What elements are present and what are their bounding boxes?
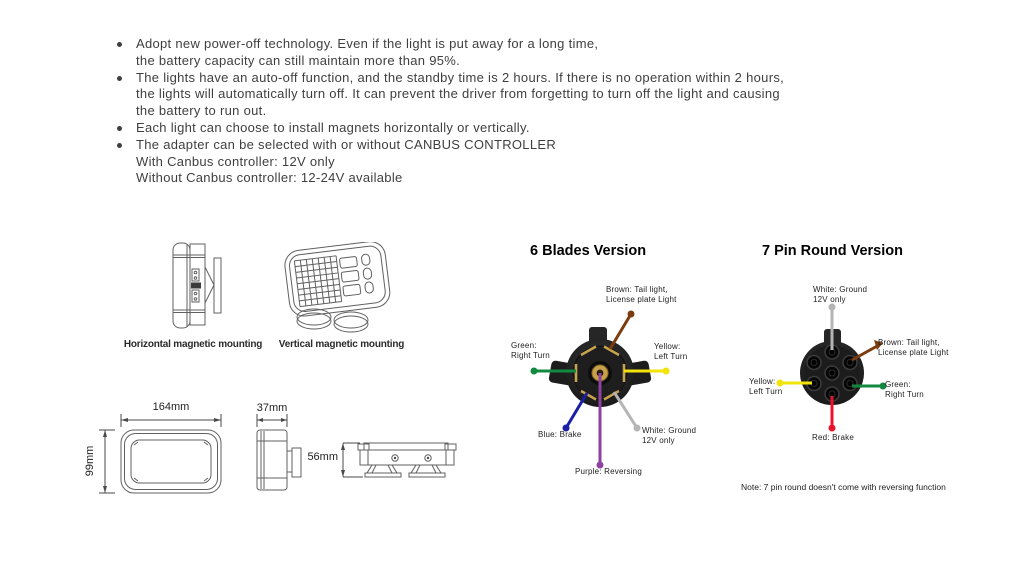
six-blade-yellow-label: Yellow: Left Turn: [654, 342, 687, 362]
wire-label-line: License plate Light: [878, 348, 949, 357]
bullet-icon: [117, 75, 122, 81]
feature-text: The lights have an auto-off function, an…: [136, 69, 785, 85]
seven-pin-connector: [776, 303, 887, 432]
side-view-drawing: [256, 414, 302, 491]
feature-item: Each light can choose to install magnets…: [112, 120, 892, 137]
feature-item: Adopt new power-off technology. Even if …: [112, 36, 892, 70]
depth-dimension-label: 37mm: [256, 402, 288, 414]
horizontal-mounting-label: Horizontal magnetic mounting: [123, 339, 263, 350]
seven-pin-title: 7 Pin Round Version: [762, 243, 903, 259]
vertical-mounting-label: Vertical magnetic mounting: [278, 339, 405, 350]
wire-label-line: White: Ground: [642, 426, 697, 435]
feature-text: the battery to run out.: [136, 103, 267, 119]
horizontal-mounting-drawing: [172, 242, 222, 329]
feature-item: The adapter can be selected with or with…: [112, 137, 892, 187]
side-view-figure: [248, 398, 318, 498]
feature-text: the battery capacity can still maintain …: [136, 52, 461, 68]
feature-text: Each light can choose to install magnets…: [136, 119, 530, 135]
wire-label-line: Yellow:: [749, 377, 776, 386]
bullet-icon: [117, 142, 122, 148]
feature-text: The adapter can be selected with or with…: [136, 136, 557, 152]
bullet-icon: [117, 42, 122, 47]
wire-label-line: Right Turn: [511, 351, 550, 360]
seven-pin-white-label: White: Ground 12V only: [813, 285, 867, 305]
mount-height-dimension-label: 56mm: [307, 451, 338, 463]
wire-label-line: Left Turn: [749, 387, 783, 396]
top-view-figure: [298, 438, 463, 493]
top-view-drawing: [341, 442, 457, 478]
wire-label-line: 12V only: [813, 295, 846, 304]
blade-slots: [574, 345, 626, 401]
height-dimension-label: 99mm: [84, 445, 96, 477]
six-blade-diagram: Brown: Tail light, License plate Light G…: [490, 280, 720, 480]
feature-text: Adopt new power-off technology. Even if …: [136, 36, 599, 51]
seven-pin-green-label: Green: Right Turn: [885, 380, 924, 400]
six-blade-green-label: Green: Right Turn: [511, 341, 550, 361]
horizontal-mounting-figure: [166, 238, 236, 333]
wire-label-line: Left Turn: [654, 352, 688, 361]
wire-label-line: Right Turn: [885, 390, 924, 399]
feature-list: Adopt new power-off technology. Even if …: [112, 36, 892, 187]
six-blade-white-label: White: Ground 12V only: [642, 426, 696, 446]
wire-label-line: White: Ground: [813, 285, 868, 294]
seven-pin-yellow-label: Yellow: Left Turn: [749, 377, 782, 397]
six-blade-connector: [530, 310, 670, 469]
feature-text: Without Canbus controller: 12-24V availa…: [136, 170, 403, 186]
six-blade-blue-label: Blue: Brake: [538, 430, 582, 439]
six-blade-title: 6 Blades Version: [530, 243, 647, 259]
wire-lines: [780, 307, 883, 428]
front-view-drawing: [99, 414, 222, 494]
wire-label-line: Brown: Tail light,: [606, 285, 668, 294]
wire-label-line: Green:: [511, 341, 537, 350]
wire-label-line: Brown: Tail light,: [878, 338, 940, 347]
feature-text: the lights will automatically turn off. …: [136, 86, 780, 102]
wire-lines: [534, 313, 666, 465]
wire-label-line: License plate Light: [606, 295, 677, 304]
feature-text: With Canbus controller: 12V only: [136, 153, 335, 169]
six-blade-brown-label: Brown: Tail light, License plate Light: [606, 285, 677, 305]
width-dimension-label: 164mm: [152, 401, 190, 413]
bullet-icon: [117, 125, 122, 131]
wire-label-line: Yellow:: [654, 342, 681, 351]
seven-pin-diagram: White: Ground 12V only Brown: Tail light…: [740, 280, 970, 455]
vertical-mounting-figure: [281, 242, 396, 334]
front-view-figure: [82, 398, 232, 503]
wire-label-line: 12V only: [642, 436, 675, 445]
vertical-mounting-drawing: [284, 242, 391, 333]
seven-pin-note: Note: 7 pin round doesn't come with reve…: [741, 482, 946, 492]
feature-item: The lights have an auto-off function, an…: [112, 70, 892, 120]
seven-pin-brown-label: Brown: Tail light, License plate Light: [878, 338, 949, 358]
seven-pin-red-label: Red: Brake: [812, 433, 855, 442]
six-blade-purple-label: Purple: Reversing: [575, 467, 642, 476]
wire-label-line: Green:: [885, 380, 911, 389]
